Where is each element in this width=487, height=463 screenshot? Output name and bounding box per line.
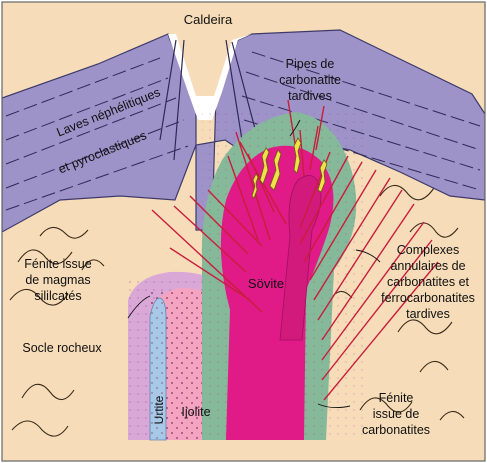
label-urtite: Urtite <box>152 395 166 424</box>
label-caldeira: Caldeira <box>184 12 233 27</box>
label-socle: Socle rocheux <box>22 341 102 355</box>
label-complexes-line5: tardives <box>406 307 450 321</box>
label-sovite: Sövite <box>248 276 284 291</box>
label-fenite-magmas-line2: de magmas <box>25 273 90 287</box>
label-fenite-magmas-line1: Fénite issue <box>24 257 91 271</box>
label-complexes-line3: carbonatites et <box>387 275 470 289</box>
label-fenite-magmas-line3: sililcatés <box>34 289 81 303</box>
label-fenite-carb-line3: carbonatites <box>362 423 430 437</box>
label-pipes-line3: tardives <box>288 89 332 103</box>
label-complexes-line4: ferrocarbonatites <box>381 291 475 305</box>
label-fenite-carb-line1: Fénite <box>379 391 414 405</box>
label-pipes-line1: Pipes de <box>286 57 335 71</box>
label-fenite-carb-line2: issue de <box>373 407 420 421</box>
label-ijolite: Ijolite <box>181 405 210 419</box>
label-complexes-line2: annulaires de <box>390 259 465 273</box>
label-pipes-line2: carbonatite <box>279 73 341 87</box>
label-complexes-line1: Complexes <box>397 243 460 257</box>
